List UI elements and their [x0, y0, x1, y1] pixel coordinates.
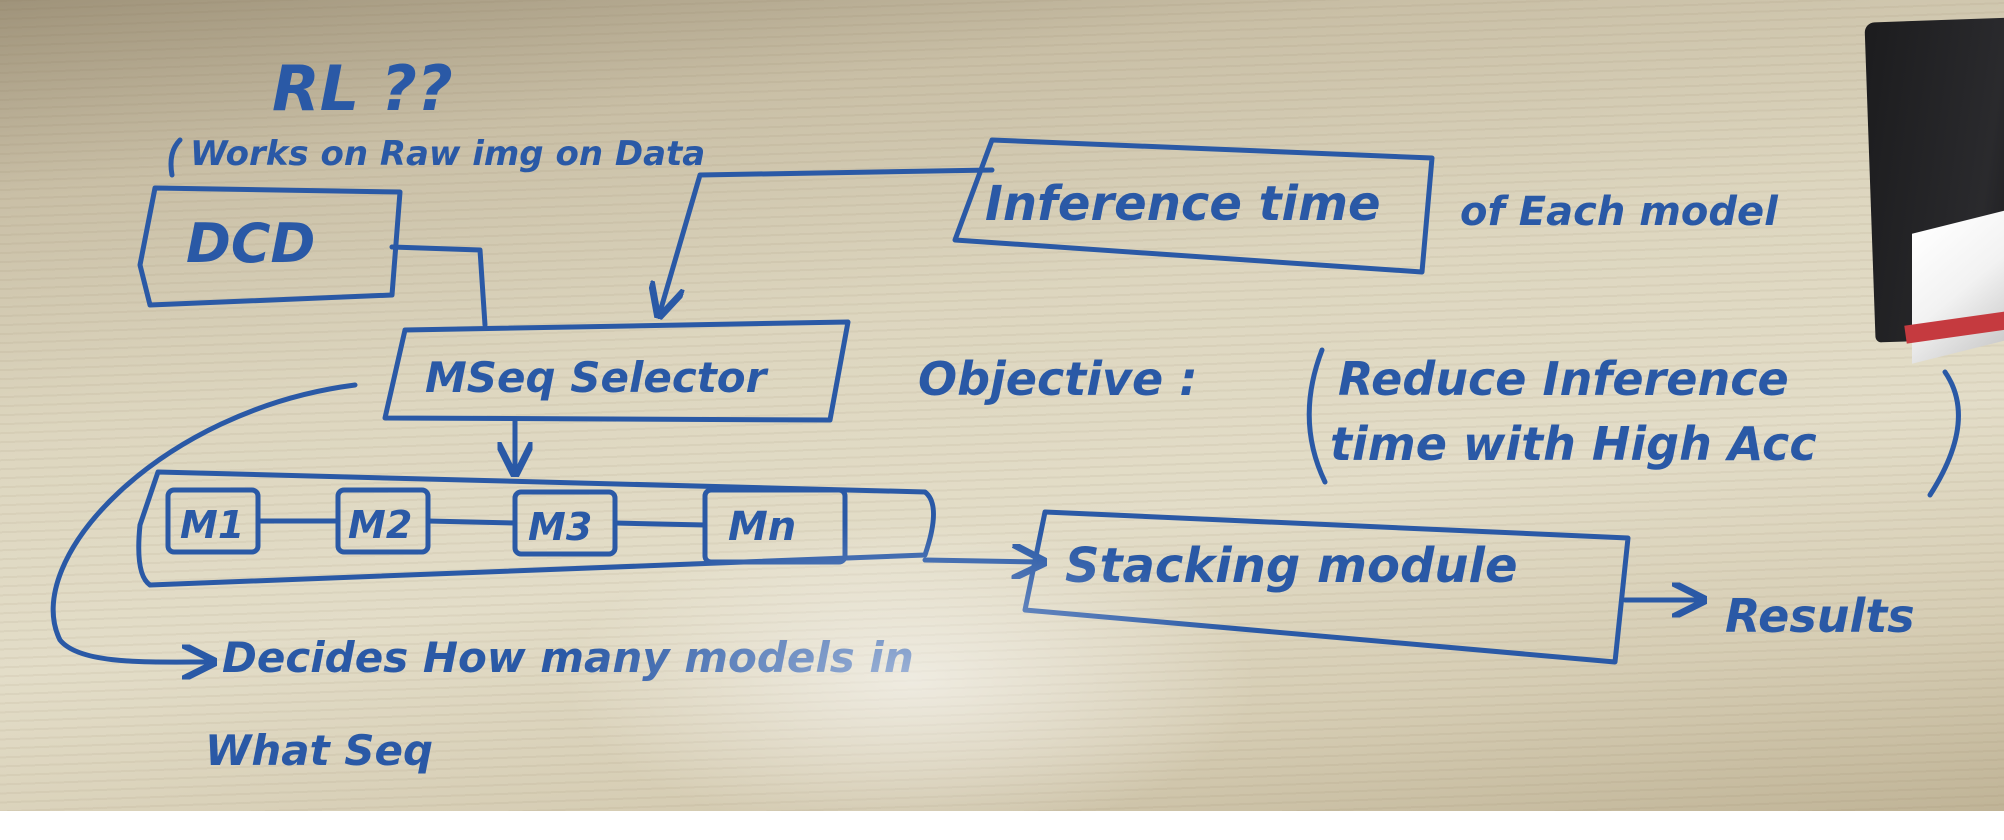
inference-time-box [952, 137, 1435, 275]
model-selector-box [382, 319, 851, 423]
inference-time-label: Inference time [985, 176, 1381, 232]
diagram-canvas: RL ?? Works on Raw img on Data DCD Infer… [50, 52, 1961, 775]
decides-text-line1: Decides How many models in [222, 633, 914, 682]
decides-text-line2: What Seq [205, 726, 433, 775]
model-selector-label: MSeq Selector [425, 353, 769, 402]
stacking-module-label: Stacking module [1065, 538, 1518, 594]
dcd-selector-connector [389, 244, 488, 328]
objective-label: Objective : [918, 352, 1198, 406]
model-m2-label: M2 [348, 503, 412, 547]
objective-text-line2: time with High Acc [1330, 417, 1817, 471]
dcd-label: DCD [186, 212, 315, 275]
model-mn-label: Mn [728, 504, 796, 550]
selector-to-note-arrow [50, 382, 358, 662]
annotation-text: Works on Raw img on Data [190, 134, 705, 174]
results-label: Results [1725, 589, 1915, 643]
m3-mn-connector [612, 520, 708, 528]
dcd-box [137, 185, 403, 308]
models-to-stacking-arrow [922, 560, 1040, 562]
annotation-bracket [168, 137, 183, 178]
models-container [136, 469, 936, 588]
of-each-model-text: of Each model [1460, 189, 1779, 235]
model-mn-box [702, 487, 848, 565]
objective-open-bracket [1306, 347, 1328, 485]
m2-m3-connector [425, 518, 518, 526]
model-m3-label: M3 [528, 505, 592, 549]
model-m1-label: M1 [180, 503, 244, 547]
title-text: RL ?? [272, 52, 453, 125]
inference-to-selector-arrow [660, 167, 995, 312]
objective-text-line1: Reduce Inference [1338, 352, 1789, 406]
objective-close-bracket [1927, 369, 1961, 498]
